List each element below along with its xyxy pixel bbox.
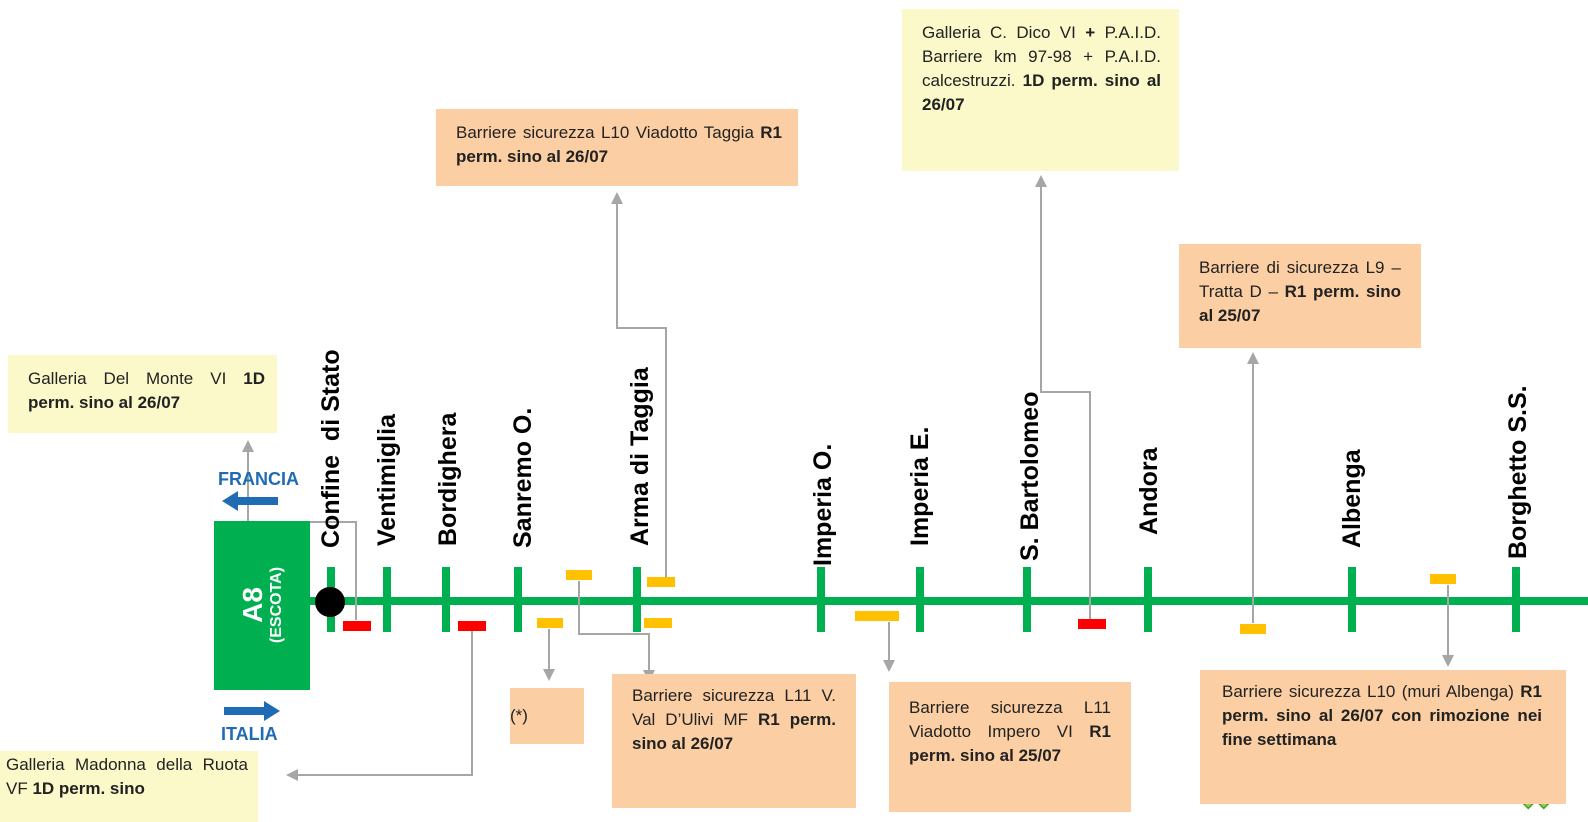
note-text: Barriere di sicurezza L9 – Tratta D – <box>1199 258 1401 301</box>
arrow-madonna <box>286 631 473 781</box>
note-text: Barriere sicurezza L11 Viadotto Impero V… <box>909 698 1111 741</box>
note-taggia-l10: Barriere sicurezza L10 Viadotto Taggia R… <box>436 109 798 186</box>
note-dico: Galleria C. Dico VI + P.A.I.D. Barriere … <box>902 9 1179 171</box>
start-dot-icon <box>315 587 345 617</box>
marker-red <box>458 621 486 631</box>
note-plus: + <box>1085 23 1096 42</box>
station-label-imperia-e: Imperia E. <box>906 426 934 547</box>
station-label-albenga: Albenga <box>1338 449 1366 548</box>
arrow-dico <box>1035 175 1091 619</box>
arrow-val-ulivi <box>578 581 655 682</box>
marker-red <box>1078 619 1106 629</box>
note-bold: 1D perm. sino <box>32 779 145 798</box>
direction-italia-label: ITALIA <box>221 724 278 744</box>
note-text: Galleria Madonna della Ruota VF <box>6 755 248 798</box>
note-text: Galleria C. Dico VI <box>922 23 1086 42</box>
marker-yellow <box>644 618 672 628</box>
note-bold: R1 perm. sino al 26/07 <box>632 710 836 753</box>
station-label-bartolomeo: S. Bartolomeo <box>1016 391 1044 561</box>
note-text: Galleria Del Monte VI <box>28 369 244 388</box>
marker-yellow <box>647 577 675 587</box>
direction-francia-label: FRANCIA <box>218 469 299 489</box>
note-bold: R1 perm. sino al 26/07 <box>456 123 782 166</box>
marker-yellow <box>1240 624 1266 634</box>
station-label-bordighera: Bordighera <box>434 412 462 546</box>
note-val-ulivi: Barriere sicurezza L11 V. Val D’Ulivi MF… <box>612 674 856 808</box>
arrow-left-icon <box>222 491 278 511</box>
station-label-ventimiglia: Ventimiglia <box>373 414 401 546</box>
marker-yellow <box>1430 574 1456 584</box>
note-text: Barriere sicurezza L10 Viadotto Taggia <box>456 123 761 142</box>
motorway-code: A8 <box>237 587 268 623</box>
arrow-taggia <box>611 192 667 577</box>
marker-yellow <box>537 618 563 628</box>
direction-arrows <box>222 491 280 721</box>
marker-yellow <box>566 570 592 580</box>
station-label-arma: Arma di Taggia <box>626 367 654 546</box>
station-label-imperia-o: Imperia O. <box>809 443 837 566</box>
note-text: Barriere sicurezza L11 V. Val D’Ulivi MF <box>632 686 836 729</box>
station-label-sanremo: Sanremo O. <box>509 407 537 548</box>
marker-red <box>343 621 371 631</box>
a8-label: A8 (ESCOTA) <box>237 566 286 644</box>
station-label-confine: Confine di Stato <box>317 349 345 548</box>
note-madonna-ruota: Galleria Madonna della Ruota VF 1D perm.… <box>0 751 258 822</box>
note-asterisk: (*) <box>510 688 584 744</box>
note-albenga-l10: Barriere sicurezza L10 (muri Albenga) R1… <box>1200 670 1566 804</box>
a8-motorway-block: A8 (ESCOTA) <box>214 521 310 690</box>
note-bold: R1 perm. sino al 25/07 <box>909 722 1111 765</box>
note-text: P.A.I.D. Barriere km 97-98 + P.A.I.D. ca… <box>922 23 1162 90</box>
note-tratta-d: Barriere di sicurezza L9 – Tratta D – R1… <box>1179 244 1421 348</box>
arrow-right-icon <box>224 701 280 721</box>
note-bold: R1 perm. sino al 25/07 <box>1199 282 1402 325</box>
note-text: Barriere sicurezza L10 (muri Albenga) <box>1222 682 1521 701</box>
closure-markers <box>343 570 1456 634</box>
note-bold: 1D perm. sino al 26/07 <box>922 71 1161 114</box>
note-del-monte: Galleria Del Monte VI 1D perm. sino al 2… <box>8 355 277 433</box>
marker-yellow <box>855 611 899 621</box>
station-label-andora: Andora <box>1135 447 1163 536</box>
note-bold: R1 perm. sino al 26/07 con rimozione nei… <box>1222 682 1542 749</box>
motorway-direction: (ESCOTA) <box>268 566 285 644</box>
station-label-borghetto: Borghetto S.S. <box>1504 385 1532 559</box>
station-ticks <box>327 567 1520 632</box>
note-bold: 1D perm. sino al 26/07 <box>28 369 265 412</box>
note-impero-l11: Barriere sicurezza L11 Viadotto Impero V… <box>889 682 1131 812</box>
